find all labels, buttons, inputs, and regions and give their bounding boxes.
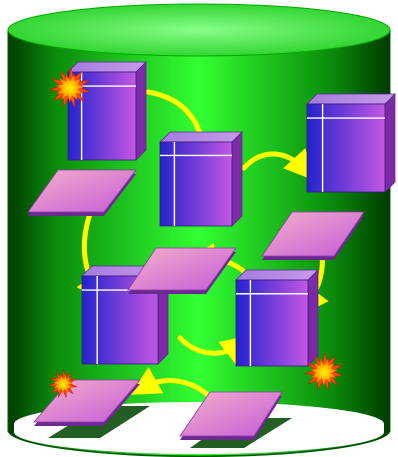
table-icon bbox=[236, 270, 318, 366]
table-icon bbox=[160, 132, 242, 226]
table-icon bbox=[307, 94, 395, 192]
